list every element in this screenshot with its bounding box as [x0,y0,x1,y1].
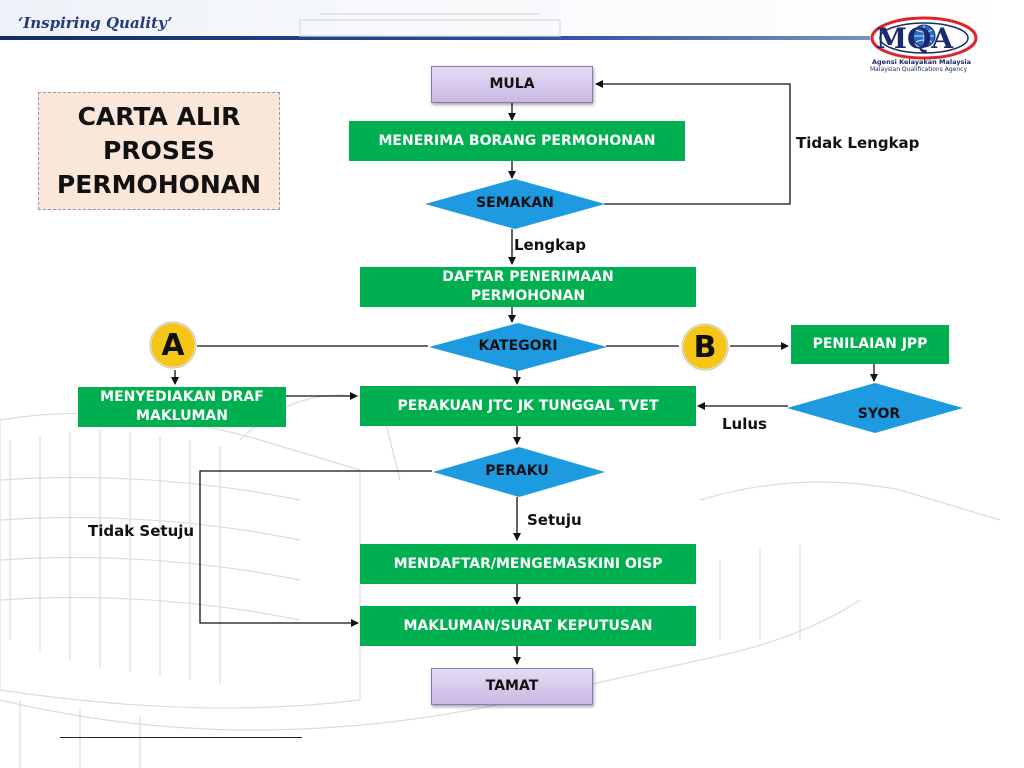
node-mula: MULA [431,66,593,103]
decision-syor: SYOR [857,406,901,422]
connector-b-icon [681,323,729,371]
decision-semakan-shape [425,179,605,229]
connector-a-icon [149,321,197,369]
node-menyediakan-draf: MENYEDIAKAN DRAF MAKLUMAN [78,387,286,427]
decision-kategori-shape [429,323,607,371]
node-perakuan-jtc: PERAKUAN JTC JK TUNGGAL TVET [360,386,696,426]
decision-syor-shape [787,383,963,433]
footer-rule [60,737,302,738]
chart-title: CARTA ALIR PROSES PERMOHONAN [38,92,280,210]
header-rule [0,36,870,40]
node-mendaftar-oisp: MENDAFTAR/MENGEMASKINI OISP [360,544,696,584]
logo-subtitle-malay: Agensi Kelayakan Malaysia [872,58,972,66]
label-lulus: Lulus [722,415,767,433]
tagline: ‘Inspiring Quality’ [18,14,173,32]
node-penilaian-jpp: PENILAIAN JPP [791,325,949,364]
connector-a-label: A [161,327,185,363]
decision-kategori: KATEGORI [478,338,558,354]
label-lengkap: Lengkap [514,236,586,254]
label-tidak-setuju: Tidak Setuju [88,522,195,540]
title-line-3: PERMOHONAN [56,170,262,199]
node-tamat: TAMAT [431,668,593,705]
label-setuju: Setuju [527,511,582,529]
mqa-logo-icon: MQA [870,16,978,60]
logo-subtitle-english: Malaysian Qualifications Agency [870,66,968,73]
header-bar [0,0,1024,38]
node-daftar-penerimaan: DAFTAR PENERIMAAN PERMOHONAN [360,267,696,307]
decision-semakan: SEMAKAN [476,195,554,211]
title-line-2: PROSES [103,136,215,165]
logo-wordmark: MQA [876,22,954,55]
node-menerima-borang: MENERIMA BORANG PERMOHONAN [349,121,685,161]
node-makluman-surat: MAKLUMAN/SURAT KEPUTUSAN [360,606,696,646]
decision-peraku-shape [433,447,605,497]
title-line-1: CARTA ALIR [77,102,241,131]
label-tidak-lengkap: Tidak Lengkap [796,134,920,152]
connector-b-label: B [693,329,717,365]
decision-peraku: PERAKU [485,463,549,479]
